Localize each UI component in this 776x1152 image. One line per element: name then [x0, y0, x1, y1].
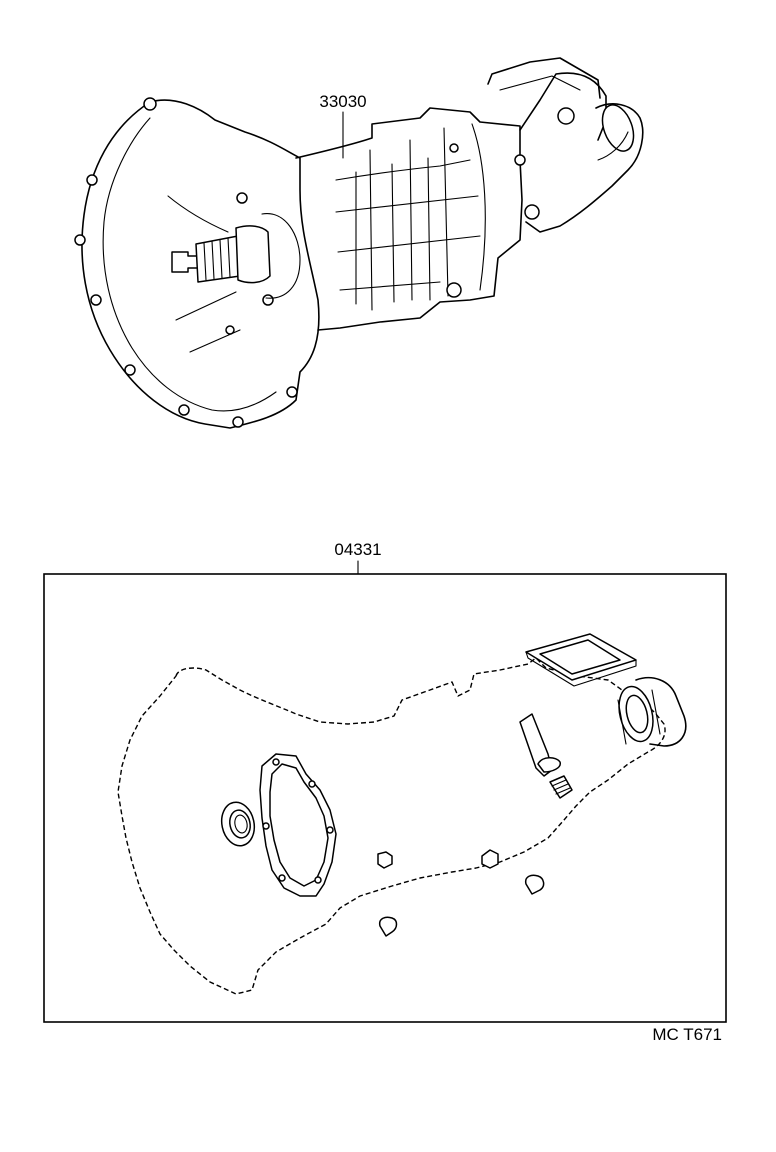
front-oil-seal: [220, 801, 256, 847]
drain-plug-gasket-lower: [378, 916, 398, 937]
speedometer-driven-gear: [519, 713, 573, 799]
drain-plug-gasket-bottom: [524, 874, 545, 895]
front-cover-gasket: [259, 753, 337, 897]
part-number-04331: 04331: [334, 540, 381, 559]
kit-boundary-box: [43, 573, 727, 1023]
transmission-assembly-drawing: [74, 57, 644, 429]
part-number-33030: 33030: [319, 92, 366, 111]
rear-oil-seal: [617, 676, 687, 747]
plug-small-right: [481, 849, 499, 869]
shift-lever-gasket: [525, 633, 637, 687]
plug-small-left: [377, 851, 393, 869]
case-outline-phantom: [117, 657, 666, 995]
reference-code: MC T671: [652, 1025, 722, 1044]
